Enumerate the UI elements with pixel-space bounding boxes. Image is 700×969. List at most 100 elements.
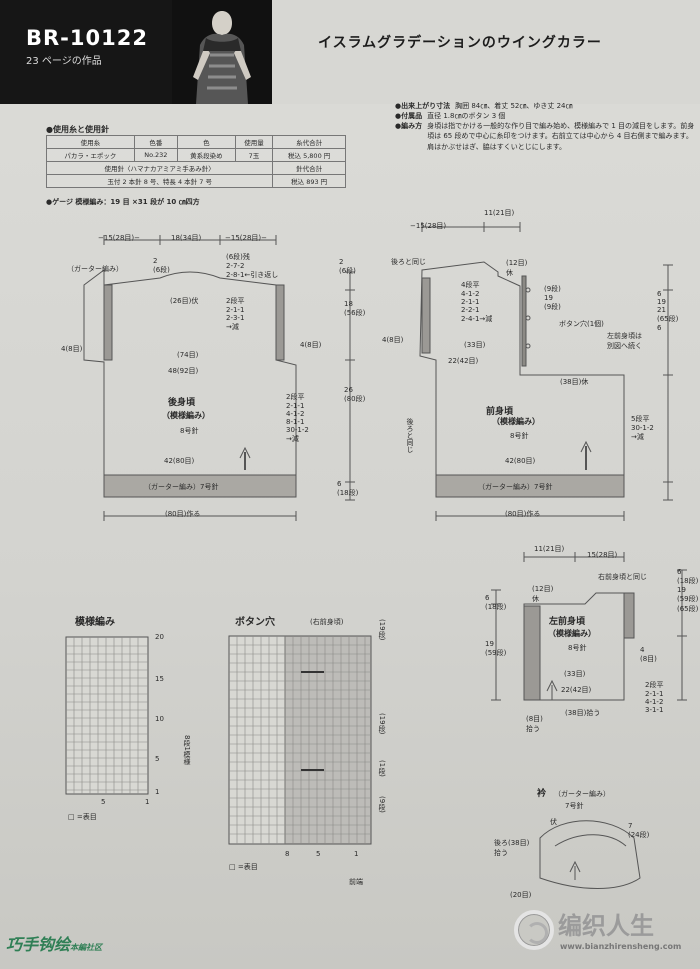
button-col-8: 8 xyxy=(285,850,290,858)
pattern-title: イスラムグラデーションのウイングカラー xyxy=(318,35,602,51)
left-front-band xyxy=(523,605,541,701)
pattern-repeat: 8段1模様 xyxy=(183,735,191,765)
pattern-row-20: 20 xyxy=(155,633,164,641)
left-front-h-mid: 19 (59段) xyxy=(485,640,507,657)
left-front-pattern: （模様編み） xyxy=(548,629,596,638)
left-watermark: 巧手钩绘本編社区 xyxy=(6,931,102,955)
table-row: パカラ・エポック No.232 黄系段染め 7玉 税込 5,800 円 xyxy=(46,148,346,162)
model-photo-icon xyxy=(172,0,272,104)
table-cell: 黄系段染め xyxy=(177,148,236,162)
front-top-dimension xyxy=(421,222,521,232)
table-cell: 針代合計 xyxy=(272,161,346,175)
back-needle: 8号針 xyxy=(180,427,199,435)
front-needle: 8号針 xyxy=(510,432,529,440)
left-front-pick2: (8目) 拾う xyxy=(526,715,543,733)
pattern-code: BR-10122 xyxy=(26,26,148,50)
spec-row: ●出来上がり寸法胸囲 84㎝、着丈 52㎝、ゆき丈 24㎝ xyxy=(395,101,695,111)
front-arrow-head xyxy=(580,440,592,453)
table-row: 玉付 2 本針 8 号、特長 4 本針 7 号 税込 893 円 xyxy=(45,174,346,188)
back-neck-center: (26目)伏 xyxy=(170,297,199,305)
button-legend: □ =表目 xyxy=(229,863,258,871)
pattern-col-1: 1 xyxy=(145,798,150,806)
materials-table: 使用糸 色番 色 使用量 糸代合計 パカラ・エポック No.232 黄系段染め … xyxy=(45,135,346,188)
front-garter-band xyxy=(435,474,625,498)
back-armhole-width: (74目) xyxy=(177,351,199,359)
pattern-row-1: 1 xyxy=(155,788,160,796)
left-front-dec: 2段平 2-1-1 4-1-2 3-1-1 xyxy=(645,681,664,714)
left-watermark-text: 巧手钩绘 xyxy=(6,935,71,954)
table-header: 色 xyxy=(177,135,236,149)
left-front-chest: 22(42目) xyxy=(561,686,592,694)
pattern-id-block: BR-10122 23 ページの作品 xyxy=(0,0,272,104)
left-front-top-width2: 15(28目) xyxy=(587,551,618,559)
front-name: 前身頃 xyxy=(486,407,514,417)
materials-title: ●使用糸と使用針 xyxy=(46,125,109,134)
left-front-pick: (38目)拾う xyxy=(565,709,601,717)
back-neck-width: 18(34目) xyxy=(171,234,202,242)
collar-bind: 伏 xyxy=(550,818,557,826)
front-buttonhole: ボタン穴(1個) xyxy=(559,320,604,328)
back-h3: 26 (80段) xyxy=(344,386,366,403)
back-bottom-dimension xyxy=(103,511,297,521)
front-garter: （ガーター編み）7号針 xyxy=(478,483,553,491)
collar-needle: 7号針 xyxy=(565,802,584,810)
left-front-h-top: 6 (18段) xyxy=(485,594,507,611)
left-front-armhole: (33目) xyxy=(564,670,586,678)
back-body-outline xyxy=(83,269,297,498)
button-row-3: (1段) xyxy=(378,760,386,777)
front-neck-rows: 4段平 4-1-2 2-1-1 2-2-1 2-4-1→減 xyxy=(461,281,493,323)
back-side-dec: 2段平 2-1-1 4-1-2 8-1-1 30-1-2 →減 xyxy=(286,393,309,443)
back-bottom-width: 42(80目) xyxy=(164,457,195,465)
front-bottom-width: 42(80目) xyxy=(505,457,536,465)
pattern-col-5: 5 xyxy=(101,798,106,806)
table-cell: 税込 893 円 xyxy=(272,174,346,188)
collar-outline xyxy=(539,820,641,889)
front-armhole: (33目) xyxy=(464,341,486,349)
spec-label: ●付属品 xyxy=(395,112,423,121)
pattern-legend: □ =表目 xyxy=(68,813,97,821)
front-height-dimension xyxy=(663,264,673,501)
table-row: 使用針〈ハマナカアミアミ手あみ針〉 針代合計 xyxy=(45,161,346,175)
back-side-left: 4(8目) xyxy=(61,345,83,353)
front-chest: 22(42目) xyxy=(448,357,479,365)
button-hole-3 xyxy=(525,343,531,349)
collar-pattern: （ガーター編み） xyxy=(554,790,610,798)
back-h4: 6 (18段) xyxy=(337,480,359,497)
back-neck-dec: 2 (6段) xyxy=(153,257,170,274)
collar-neckline xyxy=(554,834,627,847)
button-chart-title: ボタン穴 xyxy=(235,617,275,628)
buttonhole-chart-grid xyxy=(228,635,372,845)
left-front-arrow xyxy=(546,679,558,700)
spec-value: 直径 1.8㎝のボタン 3 個 xyxy=(427,112,506,121)
table-header: 糸代合計 xyxy=(272,135,346,149)
front-neck-bind: (12目) 休 xyxy=(506,259,528,277)
right-watermark-url: www.bianzhirensheng.com xyxy=(560,942,682,951)
collar-name: 衿 xyxy=(537,789,547,799)
table-header: 使用糸 xyxy=(46,135,135,149)
front-side-dec: 5段平 30-1-2 →減 xyxy=(631,415,654,441)
spec-value: 胸囲 84㎝、着丈 52㎝、ゆき丈 24㎝ xyxy=(455,102,573,110)
back-side-right: 4(8目) xyxy=(300,341,322,349)
front-pattern: （模様編み） xyxy=(492,417,540,426)
back-top-width-right: −15(28目)− xyxy=(225,234,268,242)
front-right-height: 6 19 21 (65段) 6 xyxy=(657,290,679,332)
left-watermark-small: 本編社区 xyxy=(70,942,103,952)
table-cell: 玉付 2 本針 8 号、特長 4 本針 7 号 xyxy=(45,174,274,188)
back-neck-rows: (6段)残 2-7-2 2-8-1←引き返し xyxy=(226,253,279,279)
back-side-garter-label: （ガーター編み） xyxy=(67,265,123,273)
collar-back-pick: 後ろ(38目) 拾う xyxy=(494,839,530,857)
gauge-line: ●ゲージ 模様編み：19 目 ×31 段が 10 ㎝四方 xyxy=(46,198,200,206)
right-watermark-title: 编织人生 xyxy=(558,911,654,940)
pattern-subtitle: 23 ページの作品 xyxy=(26,56,102,67)
spec-value: 身頃は指でかける一般的な作り目で編み始め、模様編みで 1 目の減目をします。前身… xyxy=(427,122,695,151)
front-buttonhole-rows: (9段) 19 (9段) xyxy=(544,285,561,311)
front-left-note: 左前身頃は 別図へ続く xyxy=(607,332,642,350)
button-hole-1 xyxy=(525,287,531,293)
back-shoulder-rows: 2段平 2-1-1 2-3-1 →減 xyxy=(226,297,245,331)
button-col-5: 5 xyxy=(316,850,321,858)
left-front-needle: 8号針 xyxy=(568,644,587,652)
button-chart-subtitle: (右前身頃) xyxy=(310,618,344,626)
front-side: 4(8目) xyxy=(382,336,404,344)
